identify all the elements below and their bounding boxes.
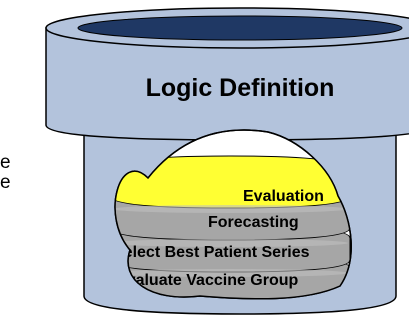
layer-forecasting-top	[115, 205, 348, 213]
diagram-title: Logic Definition	[146, 74, 335, 102]
layer-evaluate-vaccine-group-label: Evaluate Vaccine Group	[116, 272, 299, 289]
layer-forecasting-label: Forecasting	[208, 214, 299, 231]
layer-evaluate-top	[115, 269, 348, 277]
left-edge-fragment-2: e	[0, 172, 11, 193]
layer-select-best-patient-series-label: Select Best Patient Series	[113, 244, 310, 261]
layer-select-top	[115, 239, 348, 247]
layer-evaluation-label: Evaluation	[243, 188, 324, 205]
left-edge-fragment-1: e	[0, 152, 11, 173]
cylinder-opening	[77, 15, 403, 41]
